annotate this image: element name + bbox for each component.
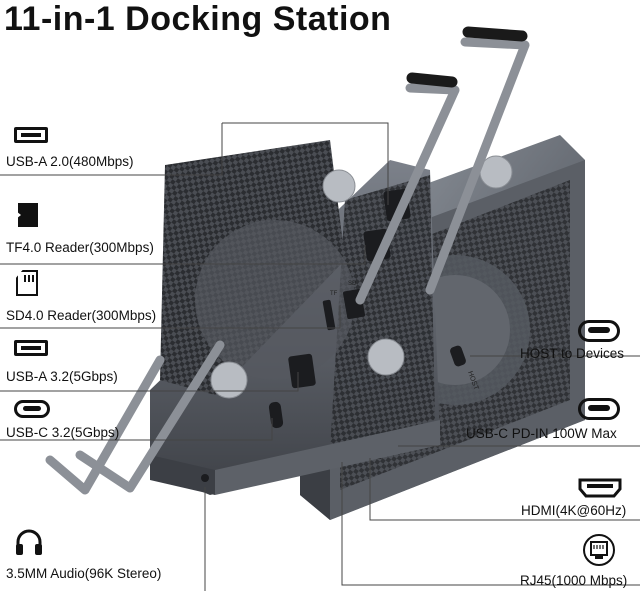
- usb-c-icon: [578, 398, 620, 420]
- hinge-knobs: [210, 155, 513, 399]
- port-label-tf: TF4.0 Reader(300Mbps): [6, 240, 154, 255]
- left-dock-block: TF SD: [150, 140, 440, 495]
- port-label-usb-c-3: USB-C 3.2(5Gbps): [6, 425, 120, 440]
- stand-arms: [45, 37, 530, 495]
- port-label-usb-a-2: USB-A 2.0(480Mbps): [6, 154, 134, 169]
- port-label-pd-in: USB-C PD-IN 100W Max: [466, 426, 617, 441]
- stand-arm-pads: [406, 26, 528, 88]
- sd-slot-marking: SD: [348, 281, 357, 287]
- callout-lines: [0, 122, 640, 591]
- usb-a-icon: [14, 340, 48, 356]
- ethernet-icon: [583, 534, 615, 566]
- tf-card-icon: [18, 203, 38, 227]
- port-label-host: HOST to Devices: [520, 346, 625, 361]
- usb-c-icon: [578, 320, 620, 342]
- hdmi-icon: [578, 478, 622, 498]
- port-label-hdmi: HDMI(4K@60Hz): [521, 503, 627, 518]
- port-label-usb-a-3: USB-A 3.2(5Gbps): [6, 369, 118, 384]
- usb-a-icon: [14, 127, 48, 143]
- headphones-icon: [16, 529, 42, 555]
- port-label-rj45: RJ45(1000 Mbps): [520, 573, 628, 588]
- sd-card-icon: [16, 270, 38, 296]
- port-label-audio: 3.5MM Audio(96K Stereo): [6, 566, 162, 581]
- usb-c-icon: [14, 400, 50, 418]
- port-label-sd: SD4.0 Reader(300Mbps): [6, 308, 157, 323]
- page-title: 11-in-1 Docking Station: [4, 0, 392, 38]
- tf-slot-marking: TF: [330, 291, 338, 297]
